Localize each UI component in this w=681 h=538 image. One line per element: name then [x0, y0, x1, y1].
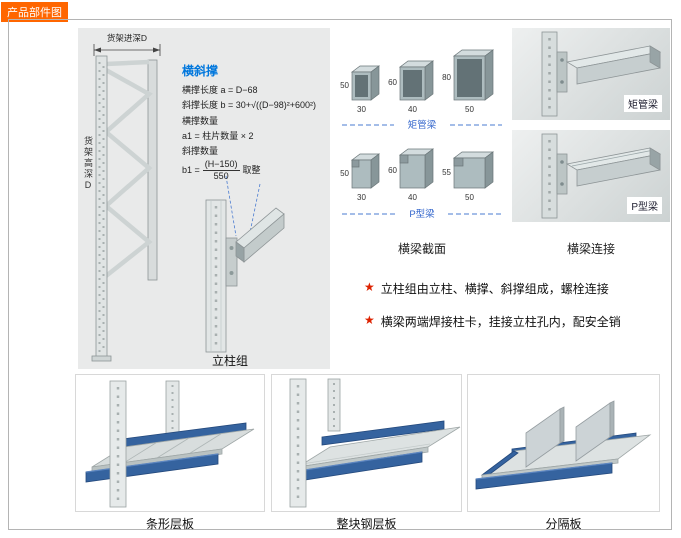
beam-cross-sections: 50 30 60 40 80 50 矩管梁: [338, 28, 506, 234]
rect-tube-1: 50 30: [340, 65, 381, 114]
fraction-denominator: 550: [213, 171, 229, 182]
divider-panel-image: [467, 374, 660, 512]
dim-width: 50: [465, 193, 474, 202]
dim-width: 40: [408, 105, 417, 114]
bracket-pin: [560, 58, 564, 62]
brace-formula-title: 横斜撑: [182, 64, 219, 78]
beam-end-face: [235, 241, 245, 263]
divider-drawing: [475, 400, 652, 490]
height-dimension-label: 货架高深D: [83, 136, 93, 192]
connection-drawing-p: [541, 133, 662, 219]
solid-shelf-caption: 整块钢层板: [336, 517, 397, 531]
p-beam-step-line: [571, 149, 655, 167]
brace-formulas: 横斜撑 横撑长度 a = D−68 斜撑长度 b = 30+√((D−98)²+…: [182, 62, 328, 182]
bracket-pin: [560, 160, 564, 164]
bracket-pin: [560, 182, 564, 186]
rect-tube-3: 80 50: [442, 49, 495, 114]
strip-shelf-caption: 条形层板: [145, 517, 194, 531]
front-beam-highlight: [291, 451, 423, 473]
page-title: 产品部件图: [1, 2, 68, 22]
upright-caption: 立柱组: [211, 354, 248, 368]
front-post: [95, 55, 108, 359]
content-frame: [8, 19, 672, 530]
upright-assembly-panel: 货架进深D: [78, 28, 330, 369]
column-detail: [205, 199, 285, 353]
star-icon: ★: [364, 313, 375, 327]
beam-end-face: [649, 45, 661, 69]
connection-bracket: [556, 51, 568, 93]
solid-shelf-drawing: [289, 378, 461, 508]
dim-height: 55: [442, 168, 451, 177]
formula-line-fraction: b1 = (H−150) 550 取整: [182, 159, 328, 182]
solid-steel-shelf-image: [271, 374, 462, 512]
rear-beam: [321, 420, 445, 446]
fraction: (H−150) 550: [202, 159, 240, 182]
dim-height: 60: [388, 78, 397, 87]
connection-bracket: [556, 153, 568, 195]
strip-shelf-panel-image: [75, 374, 265, 512]
dim-height: 60: [388, 166, 397, 175]
note-item: ★ 横梁两端焊接柱卡，挂接立柱孔内，配安全销: [364, 313, 666, 330]
formula-line: 斜撑长度 b = 30+√((D−98)²+600²): [182, 100, 316, 111]
front-beam-highlight: [85, 453, 219, 473]
dim-width: 50: [465, 105, 474, 114]
dim-width: 40: [408, 193, 417, 202]
p-beam-2: 60 40: [388, 148, 435, 202]
formula-line: 横撑长度 a = D−68: [182, 85, 258, 95]
note-text: 横梁两端焊接柱卡，挂接立柱孔内，配安全销: [380, 315, 621, 329]
p-beam-1: 50 30: [340, 153, 381, 202]
dim-width: 30: [357, 193, 366, 202]
connection-label-rect-tube: 矩管梁: [624, 95, 662, 112]
formula-line: 横撑数量: [182, 115, 219, 126]
bracket-pin: [229, 271, 234, 275]
dim-height: 80: [442, 73, 451, 82]
upright-frame: [91, 55, 158, 362]
panel-seam: [189, 433, 222, 454]
divider-caption: 分隔板: [545, 517, 582, 531]
strip-shelf-drawing: [85, 380, 255, 508]
notes: ★ 立柱组由立柱、横撑、斜撑组成，螺栓连接 ★ 横梁两端焊接柱卡，挂接立柱孔内，…: [364, 280, 666, 346]
dim-height: 50: [340, 81, 349, 90]
fraction-lhs: b1 =: [182, 165, 200, 176]
p-beam-3: 55 50: [442, 151, 495, 202]
cross-sections-drawing: 50 30 60 40 80 50 矩管梁: [340, 49, 502, 220]
beam-end-face: [649, 147, 661, 171]
panel-bend-line: [301, 443, 431, 465]
dim-height: 50: [340, 169, 349, 178]
connections-caption: 横梁连接: [566, 242, 615, 256]
leader-line: [225, 175, 237, 237]
rect-tube-row-label: 矩管梁: [408, 119, 437, 131]
top-horizontal-brace: [105, 59, 150, 67]
p-beam-row-label: P型梁: [409, 208, 435, 220]
panel-seam: [124, 442, 157, 463]
front-post: [109, 380, 127, 508]
connection-p-beam: P型梁: [512, 130, 670, 222]
bracket-pin: [229, 246, 234, 250]
star-icon: ★: [364, 280, 375, 294]
connection-rect-tube: 矩管梁: [512, 28, 670, 120]
depth-dimension: 货架进深D: [93, 33, 161, 56]
rect-tube-2: 60 40: [388, 60, 435, 114]
foot-plate: [91, 355, 112, 362]
connection-drawing-rect: [541, 31, 662, 117]
panel-seam: [156, 437, 190, 459]
diagonal-braces: [102, 68, 153, 278]
front-post: [289, 378, 307, 508]
cross-sections-caption: 横梁截面: [397, 242, 446, 256]
fraction-numerator: (H−150): [202, 159, 240, 172]
divider-panel-edge: [559, 406, 565, 444]
formula-line: a1 = 柱片数量 × 2: [182, 130, 254, 141]
formula-line: 斜撑数量: [182, 146, 219, 157]
depth-dimension-label: 货架进深D: [107, 33, 147, 43]
upright-assembly-drawing: 货架进深D: [91, 33, 285, 362]
note-text: 立柱组由立柱、横撑、斜撑组成，螺栓连接: [380, 282, 609, 296]
note-item: ★ 立柱组由立柱、横撑、斜撑组成，螺栓连接: [364, 280, 666, 297]
dim-width: 30: [357, 105, 366, 114]
divider-panel-edge: [609, 400, 615, 438]
beam-bracket: [225, 237, 238, 287]
fraction-suffix: 取整: [242, 165, 261, 176]
connection-label-p-beam: P型梁: [627, 197, 662, 214]
front-beam-highlight: [475, 462, 613, 480]
bracket-pin: [560, 80, 564, 84]
